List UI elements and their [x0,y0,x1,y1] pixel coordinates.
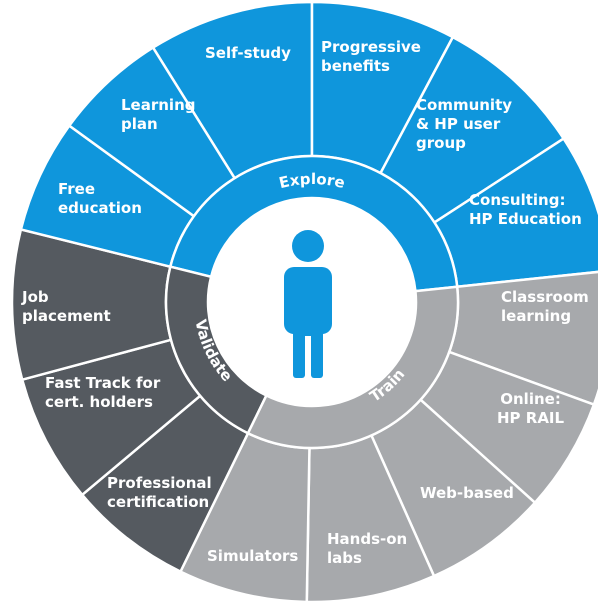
ring-explore [168,154,459,293]
segment-label-job-placement: Job placement [22,288,111,325]
segment-label-web-based: Web-based [420,484,514,502]
person-icon [284,230,332,378]
ring-label-explore: Explore [277,170,346,192]
ring-validate [164,265,269,435]
segment-label-progressive-benefits: Progressive benefits [321,38,421,75]
segment-label-hands-on: Hands-on labs [327,530,408,567]
segment-label-online: Online: HP RAIL [497,390,565,427]
segment-label-simulators: Simulators [207,547,299,565]
segment-label-classroom: Classroom learning [501,288,589,325]
segment-label-professional-cert: Professional certification [107,474,212,511]
segment-label-free-education: Free education [58,180,142,217]
segment-label-community: Community & HP user group [416,96,513,152]
segment-label-fast-track: Fast Track for cert. holders [45,374,161,411]
segment-label-learning-plan: Learning plan [121,96,196,133]
ring-train [246,285,460,450]
segment-label-self-study: Self-study [205,44,291,62]
segment-label-consulting: Consulting: HP Education [469,191,582,228]
